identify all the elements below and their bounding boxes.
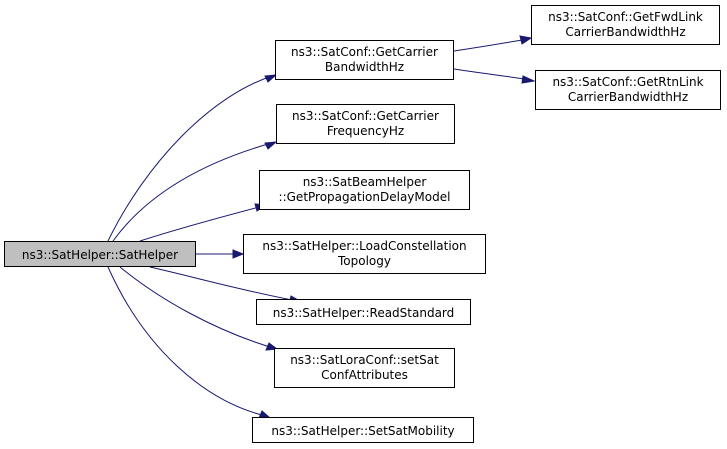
- edge-root-to-read-standard: [149, 266, 293, 301]
- edge-get-carrier-bandwidth-to-get-rtn-link: [453, 68, 525, 80]
- arrow-root-to-set-sat-mobility: [258, 410, 272, 419]
- node-get-rtn-link-line-2: CarrierBandwidthHz: [568, 90, 688, 104]
- node-read-standard[interactable]: ns3::SatHelper::ReadStandard: [256, 299, 471, 325]
- node-root-label: ns3::SatHelper::SatHelper: [22, 248, 178, 262]
- node-set-sat-conf[interactable]: ns3::SatLoraConf::setSat ConfAttributes: [274, 348, 455, 388]
- node-root[interactable]: ns3::SatHelper::SatHelper: [4, 241, 196, 267]
- arrow-root-to-load-constellation: [232, 249, 245, 259]
- node-get-fwd-link-line-1: ns3::SatConf::GetFwdLink: [548, 10, 703, 24]
- node-load-constellation-line-2: Topology: [337, 254, 391, 268]
- node-load-constellation-line-1: ns3::SatHelper::LoadConstellation: [262, 239, 466, 253]
- node-set-sat-conf-line-2: ConfAttributes: [321, 368, 408, 382]
- node-get-carrier-bandwidth-line-2: BandwidthHz: [325, 60, 404, 74]
- node-get-carrier-bandwidth[interactable]: ns3::SatConf::GetCarrier BandwidthHz: [275, 40, 454, 80]
- node-get-carrier-frequency[interactable]: ns3::SatConf::GetCarrier FrequencyHz: [276, 104, 455, 144]
- node-get-fwd-link[interactable]: ns3::SatConf::GetFwdLink CarrierBandwidt…: [531, 5, 720, 45]
- node-read-standard-label: ns3::SatHelper::ReadStandard: [273, 306, 455, 320]
- arrow-get-carrier-bandwidth-to-get-rtn-link: [521, 75, 536, 84]
- edge-root-to-get-carrier-frequency: [112, 141, 276, 242]
- node-load-constellation[interactable]: ns3::SatHelper::LoadConstellation Topolo…: [243, 234, 486, 274]
- node-get-rtn-link[interactable]: ns3::SatConf::GetRtnLink CarrierBandwidt…: [535, 70, 721, 110]
- node-get-carrier-frequency-line-2: FrequencyHz: [327, 124, 404, 138]
- node-get-carrier-bandwidth-line-1: ns3::SatConf::GetCarrier: [291, 45, 438, 59]
- node-set-sat-conf-line-1: ns3::SatLoraConf::setSat: [290, 353, 439, 367]
- node-set-sat-mobility-label: ns3::SatHelper::SetSatMobility: [271, 424, 454, 438]
- edge-root-to-set-sat-conf: [119, 266, 271, 348]
- edges: [107, 35, 536, 419]
- edge-root-to-get-carrier-bandwidth: [107, 74, 276, 242]
- node-get-rtn-link-line-1: ns3::SatConf::GetRtnLink: [552, 75, 703, 89]
- node-get-propagation-delay-line-1: ns3::SatBeamHelper: [303, 175, 427, 189]
- node-get-carrier-frequency-line-1: ns3::SatConf::GetCarrier: [292, 109, 439, 123]
- arrow-root-to-get-carrier-bandwidth: [264, 74, 278, 83]
- arrow-root-to-get-carrier-frequency: [264, 141, 278, 150]
- edge-root-to-get-propagation-delay: [139, 205, 264, 242]
- node-get-propagation-delay-line-2: ::GetPropagationDelayModel: [279, 190, 451, 204]
- arrow-get-carrier-bandwidth-to-get-fwd-link: [519, 35, 533, 45]
- edge-get-carrier-bandwidth-to-get-fwd-link: [453, 39, 523, 52]
- edge-root-to-set-sat-mobility: [107, 266, 263, 416]
- node-get-propagation-delay[interactable]: ns3::SatBeamHelper ::GetPropagationDelay…: [259, 170, 470, 210]
- node-get-fwd-link-line-2: CarrierBandwidthHz: [565, 25, 685, 39]
- node-set-sat-mobility[interactable]: ns3::SatHelper::SetSatMobility: [252, 417, 474, 443]
